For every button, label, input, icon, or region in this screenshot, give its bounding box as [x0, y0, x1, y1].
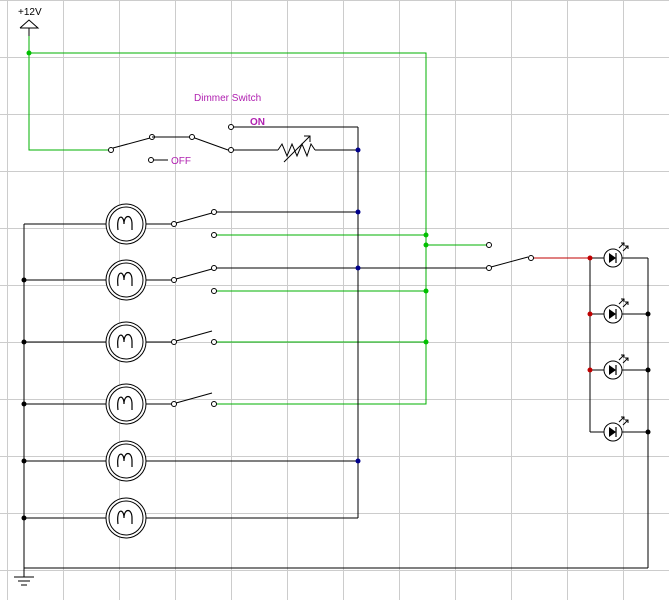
lamps: [105, 203, 147, 539]
node: [21, 401, 27, 407]
lamp-icon: [105, 440, 147, 482]
node: [587, 311, 593, 317]
leds: [603, 242, 629, 442]
supply-symbol: [19, 19, 40, 36]
lamp-icon: [105, 383, 147, 425]
node: [587, 255, 593, 261]
node: [21, 339, 27, 345]
junction-nodes: [21, 50, 651, 521]
node: [26, 50, 32, 56]
node: [423, 232, 429, 238]
dimmer-switch-title: Dimmer Switch: [194, 93, 261, 104]
node: [645, 311, 651, 317]
led-icon: [603, 298, 629, 324]
node: [355, 265, 361, 271]
supply-label: +12V: [18, 7, 42, 18]
lamp-icon: [105, 321, 147, 363]
node: [423, 288, 429, 294]
node: [355, 147, 361, 153]
node: [21, 515, 27, 521]
node: [645, 367, 651, 373]
green-wiring: [28, 35, 489, 405]
off-label: OFF: [171, 156, 191, 167]
node: [423, 339, 429, 345]
node: [21, 277, 27, 283]
on-label: ON: [250, 117, 265, 128]
node: [355, 209, 361, 215]
dimmer-switch: [108, 124, 234, 163]
node: [423, 242, 429, 248]
lamp-icon: [105, 497, 147, 539]
lamp-icon: [105, 259, 147, 301]
led-icon: [603, 354, 629, 380]
ground-symbol: [14, 568, 34, 586]
node: [355, 458, 361, 464]
variable-resistor: [277, 135, 316, 163]
led-switch: [486, 242, 534, 271]
led-icon: [603, 242, 629, 268]
node: [587, 367, 593, 373]
lamp-icon: [105, 203, 147, 245]
led-icon: [603, 416, 629, 442]
node: [21, 458, 27, 464]
node: [645, 429, 651, 435]
lamp-switches: [171, 209, 217, 407]
